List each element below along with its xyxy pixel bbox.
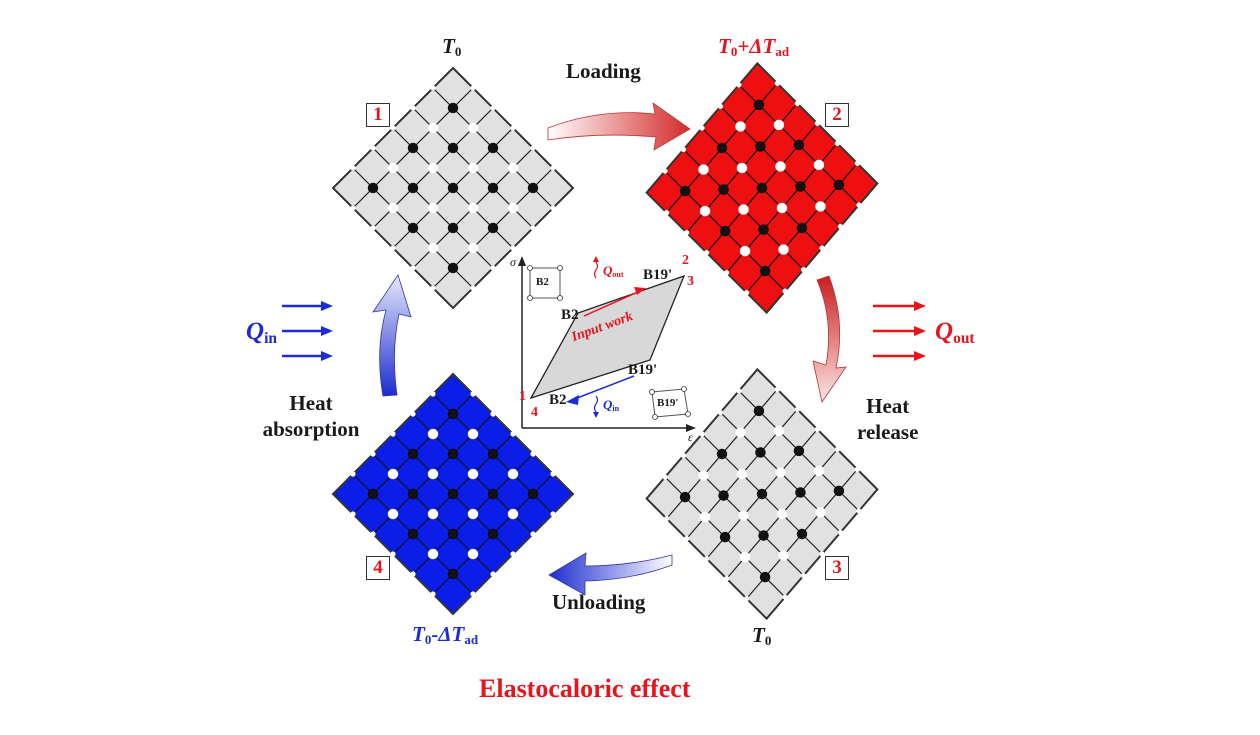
inset-box-b19-label: B19' — [657, 397, 679, 409]
unloading-arrow — [548, 552, 673, 596]
lattice-state-4 — [331, 372, 575, 616]
inset-corner-3: 3 — [687, 274, 694, 289]
loading-label: Loading — [566, 59, 641, 83]
state-number-2: 2 — [825, 103, 849, 127]
inset-b2-lower: B2 — [549, 392, 567, 408]
inset-b2-upper: B2 — [561, 307, 579, 323]
inset-b19-lower: B19' — [628, 362, 658, 378]
heat-release-arrow — [812, 275, 847, 403]
b2-unit-cell — [529, 267, 561, 299]
inset-corner-1: 1 — [519, 389, 526, 404]
temp-label-state-2: T0+ΔTad — [718, 34, 790, 60]
heat-release-label: Heat release — [857, 393, 918, 445]
lattice-state-3 — [645, 367, 879, 621]
state-number-1: 1 — [366, 103, 390, 127]
q-out-label: Qout — [935, 318, 975, 347]
heat-absorption-line2: absorption — [262, 417, 360, 441]
heat-absorption-line1: Heat — [289, 391, 333, 415]
temp-label-state-1: T0 — [442, 34, 462, 60]
inset-box-b2-label: B2 — [536, 276, 549, 288]
q-in-label: Qin — [246, 318, 277, 347]
lattice-state-1 — [331, 66, 575, 310]
input-work-area — [529, 274, 686, 400]
heat-absorption-label: Heat absorption — [246, 390, 376, 442]
temp-label-state-3: T0 — [752, 623, 772, 649]
heat-absorption-arrow — [372, 274, 412, 397]
inset-corner-2: 2 — [682, 253, 689, 268]
inset-q-in-small: Qin — [603, 397, 620, 413]
inset-b19-upper: B19' — [643, 267, 673, 283]
unloading-label: Unloading — [552, 590, 646, 614]
q-out-arrows — [873, 301, 926, 361]
temp-label-state-4: T0-ΔTad — [412, 622, 479, 648]
inset-corner-4: 4 — [531, 405, 538, 420]
inset-y-axis-label: σ — [510, 255, 516, 269]
heat-release-line2: release — [857, 420, 919, 444]
figure-title: Elastocaloric effect — [479, 674, 691, 703]
q-in-arrows — [282, 301, 333, 361]
stress-strain-inset — [518, 256, 696, 432]
loading-arrow — [547, 102, 691, 151]
lattice-state-2 — [645, 61, 879, 315]
state-number-4: 4 — [366, 556, 390, 580]
inset-x-axis-label: ε — [688, 430, 693, 444]
inset-q-out-small: Qout — [603, 263, 624, 279]
heat-release-line1: Heat — [866, 394, 910, 418]
state-number-3: 3 — [825, 556, 849, 580]
